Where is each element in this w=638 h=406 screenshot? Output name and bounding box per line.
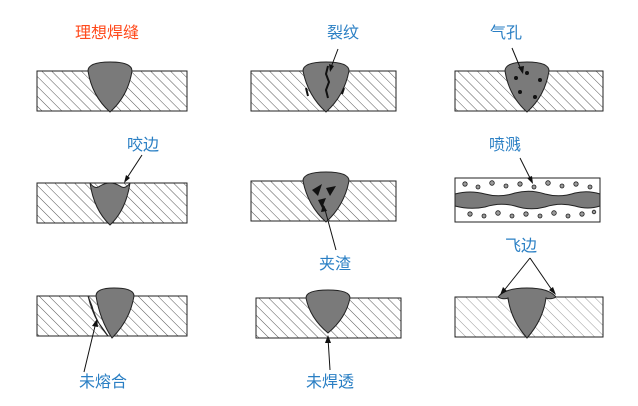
weld-layer <box>454 190 601 210</box>
label-crack: 裂纹 <box>327 23 360 42</box>
crack-mark <box>324 65 331 99</box>
arrow-head <box>549 287 556 295</box>
slag-mark <box>326 186 336 196</box>
weld-bead <box>504 61 550 113</box>
pointer-arrow <box>83 321 97 373</box>
crack-mark <box>341 87 345 95</box>
pore <box>514 76 518 80</box>
lack-of-fusion-panel <box>36 287 188 373</box>
weld-bead <box>89 182 131 226</box>
weld-bead <box>302 61 350 113</box>
pore <box>518 90 522 94</box>
pore <box>538 78 542 82</box>
arrow-head <box>92 319 98 327</box>
slag-panel <box>250 171 397 251</box>
pore <box>533 95 537 99</box>
arrow-head <box>518 66 524 74</box>
unfused-gap <box>87 295 109 337</box>
porosity-panel <box>454 47 604 113</box>
weld-bead <box>305 289 351 334</box>
arrow-head <box>500 287 507 295</box>
crack-mark <box>305 87 309 97</box>
ideal-weld-panel <box>36 61 188 113</box>
label-spatter: 喷溅 <box>489 135 522 154</box>
label-porosity: 气孔 <box>490 23 523 42</box>
weld-bead <box>95 287 135 339</box>
label-overlap: 飞边 <box>505 236 538 255</box>
spatter-droplets <box>462 180 597 219</box>
arrow-head <box>325 335 331 343</box>
weld-bead <box>302 171 350 223</box>
label-undercut: 咬边 <box>127 135 160 154</box>
undercut-panel <box>36 154 188 226</box>
label-slag: 夹渣 <box>319 254 352 273</box>
pore <box>525 71 529 75</box>
overlap-panel <box>454 257 604 339</box>
label-lack-of-fusion: 未熔合 <box>79 372 128 391</box>
slag-mark <box>318 198 326 208</box>
pointer-arrow <box>529 257 555 294</box>
incomplete-penetration-panel <box>255 289 402 371</box>
slag-mark <box>312 184 322 196</box>
arrow-head <box>124 175 130 183</box>
pointer-arrow <box>501 257 531 294</box>
arrow-head <box>329 64 334 72</box>
label-incomplete-penetration: 未焊透 <box>306 372 355 391</box>
spatter-panel <box>454 157 601 223</box>
pointer-arrow <box>327 337 331 371</box>
arrow-head <box>321 204 327 212</box>
pointer-arrow <box>323 205 337 251</box>
arrow-head <box>527 176 533 184</box>
weld-bead <box>497 287 557 339</box>
label-ideal-weld: 理想焊缝 <box>75 23 140 42</box>
weld-bead <box>87 61 133 113</box>
crack-panel <box>250 48 397 113</box>
